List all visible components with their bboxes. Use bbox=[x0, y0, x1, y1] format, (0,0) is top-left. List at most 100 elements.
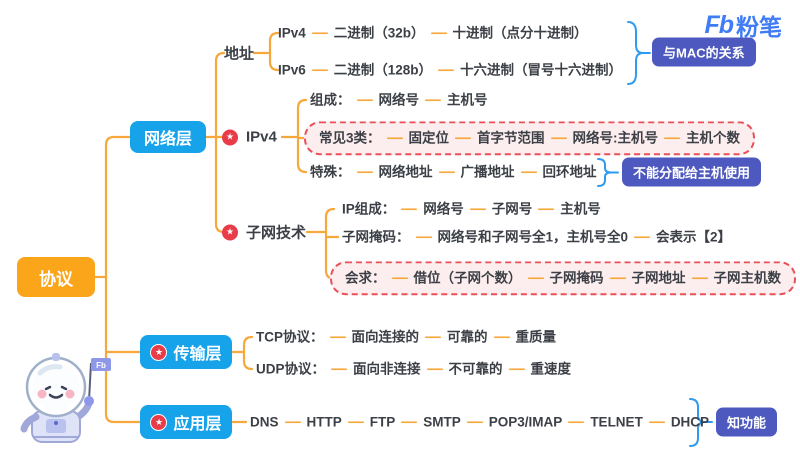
connector-dash bbox=[401, 208, 418, 210]
star-icon: ★ bbox=[222, 224, 238, 240]
connector-dash bbox=[430, 32, 447, 34]
chain-item: 常见3类： bbox=[319, 130, 381, 146]
chain-item: 二进制（128b） bbox=[333, 62, 433, 78]
node-ipv4-topic[interactable]: ★ IPv4 bbox=[222, 129, 277, 146]
chain-item: 子网掩码 bbox=[549, 270, 604, 286]
fenbi-astronaut-mascot: Fb bbox=[4, 349, 114, 450]
ipv4-connector bbox=[280, 98, 308, 174]
connector-dash bbox=[329, 336, 346, 338]
network-layer-label: 网络层 bbox=[143, 131, 192, 148]
special-addresses-chain: 特殊：网络地址广播地址回环地址 bbox=[310, 165, 597, 179]
connector-dash bbox=[527, 277, 544, 279]
chain-item: 面向连接的 bbox=[351, 329, 420, 345]
chain-item: POP3/IMAP bbox=[488, 414, 563, 430]
chain-item: 组成： bbox=[310, 92, 351, 108]
chain-item: SMTP bbox=[423, 414, 461, 430]
common-classes-chain: 常见3类：固定位首字节范围网络号:主机号主机个数 bbox=[319, 131, 740, 145]
chain-item: 重速度 bbox=[530, 361, 572, 377]
chain-item: 子网地址 bbox=[631, 270, 686, 286]
application-layer-label: 应用层 bbox=[173, 416, 222, 433]
connector-dash bbox=[438, 69, 455, 71]
node-network-layer[interactable]: 网络层 bbox=[130, 121, 206, 153]
chain-item: FTP bbox=[369, 414, 396, 430]
connector-dash bbox=[311, 69, 328, 71]
address-connector bbox=[252, 31, 280, 72]
connector-dash bbox=[455, 137, 472, 139]
chain-item: IP组成： bbox=[342, 201, 396, 217]
ip-composition-chain: IP组成：网络号子网号主机号 bbox=[342, 202, 601, 216]
chain-item: 网络号和子网号全1，主机号全0 bbox=[437, 229, 629, 245]
chain-item: 会求： bbox=[345, 270, 386, 286]
chain-item: IPv6 bbox=[278, 62, 306, 78]
callout-know-function: 知功能 bbox=[716, 407, 778, 437]
chain-item: 会表示【2】 bbox=[656, 229, 732, 245]
connector-dash bbox=[391, 277, 408, 279]
star-icon: ★ bbox=[222, 129, 238, 145]
node-application-layer[interactable]: ★ 应用层 bbox=[140, 405, 232, 439]
chain-item: 十进制（点分十进制） bbox=[452, 25, 588, 41]
transport-connector bbox=[230, 335, 254, 371]
connector-dash bbox=[469, 208, 486, 210]
chain-item: 固定位 bbox=[408, 130, 450, 146]
chain-item: 主机号 bbox=[447, 92, 488, 108]
special-brace bbox=[597, 158, 619, 187]
chain-item: 不可靠的 bbox=[448, 361, 503, 377]
connector-dash bbox=[331, 368, 348, 370]
node-address[interactable]: 地址 bbox=[224, 43, 254, 64]
address-label: 地址 bbox=[224, 45, 255, 63]
chain-item: 二进制（32b） bbox=[333, 25, 425, 41]
connector-dash bbox=[356, 99, 373, 101]
mac-brace bbox=[627, 21, 651, 85]
callout-mac-relation: 与MAC的关系 bbox=[652, 37, 756, 67]
chain-item: 子网主机数 bbox=[713, 270, 782, 286]
connector-dash bbox=[425, 99, 441, 101]
chain-item: 主机号 bbox=[560, 201, 601, 217]
node-transport-layer[interactable]: ★ 传输层 bbox=[140, 335, 232, 369]
connector-dash bbox=[425, 336, 441, 338]
connector-dash bbox=[347, 421, 364, 423]
connector-dash bbox=[691, 277, 708, 279]
chain-item: HTTP bbox=[306, 414, 342, 430]
chain-item: 主机个数 bbox=[686, 130, 741, 146]
chain-item: IPv4 bbox=[278, 25, 306, 41]
connector-dash bbox=[426, 368, 443, 370]
fenbi-logo: Fb 粉笔 bbox=[704, 8, 782, 42]
node-subnet-topic[interactable]: ★ 子网技术 bbox=[222, 222, 306, 243]
connector-dash bbox=[493, 336, 510, 338]
connector-dash bbox=[466, 421, 483, 423]
connector-dash bbox=[648, 421, 665, 423]
chain-item: 网络号 bbox=[378, 92, 420, 108]
root-node-protocol[interactable]: 协议 bbox=[17, 257, 95, 297]
connector-dash bbox=[664, 137, 681, 139]
udp-chain: UDP协议：面向非连接不可靠的重速度 bbox=[256, 362, 571, 376]
connector-dash bbox=[609, 277, 626, 279]
ipv4-address-chain: IPv4 二进制（32b） 十进制（点分十进制） bbox=[278, 26, 588, 40]
solve-emphasis-box: 会求： 借位（子网个数） 子网掩码 子网地址 子网主机数 bbox=[330, 261, 796, 295]
svg-text:Fb: Fb bbox=[96, 361, 106, 370]
subnet-topic-label: 子网技术 bbox=[246, 224, 307, 242]
chain-item: 可靠的 bbox=[447, 329, 488, 345]
transport-layer-label: 传输层 bbox=[173, 346, 222, 363]
connector-dash bbox=[401, 421, 418, 423]
fenbi-logo-text: 粉笔 bbox=[736, 14, 782, 40]
connector-dash bbox=[508, 368, 525, 370]
connector-dash bbox=[538, 208, 555, 210]
chain-item: DHCP bbox=[670, 414, 710, 430]
chain-item: 网络号:主机号 bbox=[572, 130, 659, 146]
connector-dash bbox=[386, 137, 403, 139]
callout-not-assignable: 不能分配给主机使用 bbox=[622, 157, 762, 187]
star-icon: ★ bbox=[150, 343, 168, 361]
chain-item: 借位（子网个数） bbox=[413, 270, 522, 286]
tcp-chain: TCP协议：面向连接的可靠的重质量 bbox=[256, 330, 556, 344]
connector-dash bbox=[568, 421, 585, 423]
connector-dash bbox=[356, 171, 373, 173]
chain-item: 广播地址 bbox=[460, 164, 515, 180]
chain-item: 重质量 bbox=[515, 329, 557, 345]
chain-item: DNS bbox=[250, 414, 279, 430]
connector-dash bbox=[311, 32, 328, 34]
composition-chain: 组成： 网络号 主机号 bbox=[310, 93, 488, 107]
